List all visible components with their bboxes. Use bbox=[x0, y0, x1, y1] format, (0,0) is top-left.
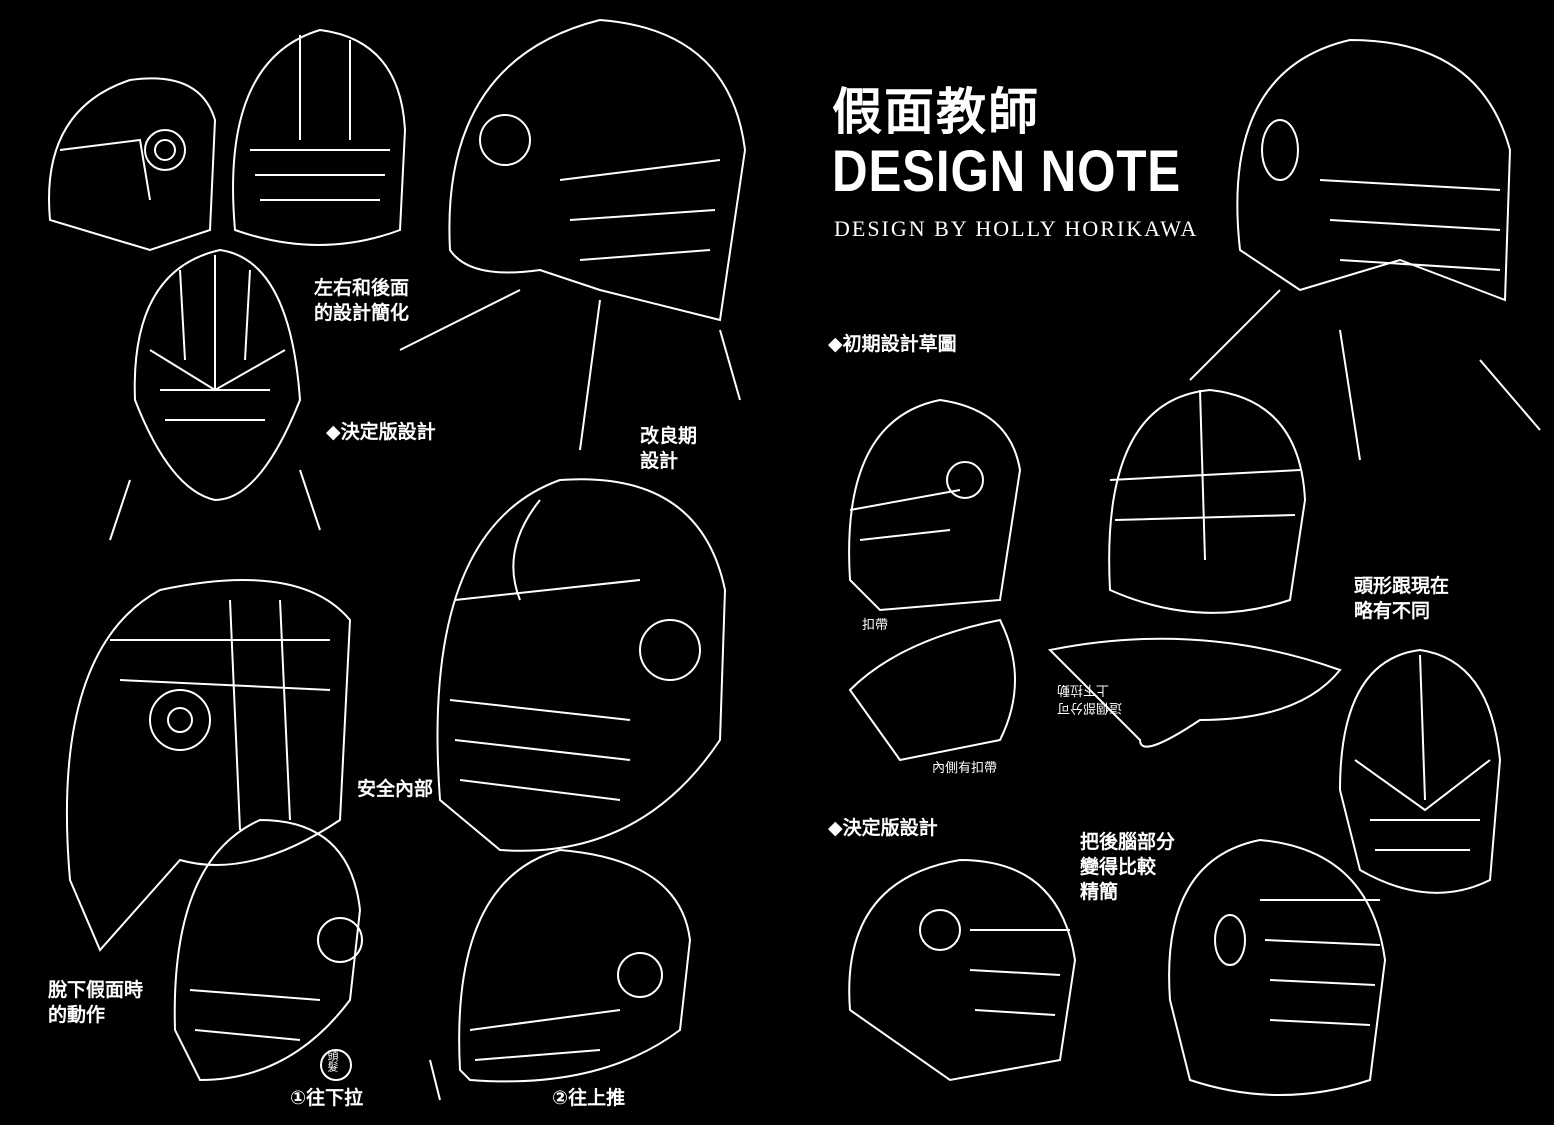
label-safety-interior: 安全內部 bbox=[357, 778, 434, 800]
designer-credit: DESIGN BY HOLLY HORIKAWA bbox=[834, 216, 1199, 241]
label-movable-part: 這個部分可 上下拉動 bbox=[1057, 682, 1123, 715]
label-side-back-simplified: 左右和後面 的設計簡化 bbox=[314, 277, 410, 324]
label-step1: ①往下拉 bbox=[290, 1087, 364, 1109]
title-english: DESIGN NOTE bbox=[832, 139, 1182, 204]
helmet-large-right bbox=[436, 478, 727, 852]
label-head-shape: 頭形跟現在 略有不同 bbox=[1354, 575, 1450, 622]
helmet-improved bbox=[399, 18, 747, 451]
helmet-final-front bbox=[1338, 648, 1502, 894]
label-early-sketch: ◆初期設計草圖 bbox=[828, 333, 957, 355]
helmet-back-small bbox=[232, 28, 407, 246]
helmet-push-up bbox=[429, 848, 692, 1101]
label-buckle: 扣帶 bbox=[862, 618, 889, 633]
label-final-design-left: ◆決定版設計 bbox=[326, 421, 436, 443]
helmet-front bbox=[109, 248, 321, 541]
helmet-right-large bbox=[1189, 38, 1541, 461]
helmet-early-1 bbox=[848, 398, 1022, 762]
helmet-final-side bbox=[848, 858, 1077, 1082]
label-hair: 頭髮 bbox=[326, 1050, 339, 1072]
helmet-early-back bbox=[1047, 388, 1342, 748]
label-final-design-right: ◆決定版設計 bbox=[828, 817, 938, 839]
label-improved-design: 改良期 設計 bbox=[640, 425, 698, 472]
label-inner-buckle: 內側有扣帶 bbox=[932, 761, 998, 776]
helmet-interior bbox=[65, 579, 352, 952]
helmet-pull-down bbox=[173, 818, 363, 1082]
label-removing-mask: 脫下假面時 的動作 bbox=[48, 979, 144, 1026]
helmet-side-small bbox=[48, 77, 217, 252]
label-step2: ②往上推 bbox=[552, 1087, 626, 1109]
label-back-simplified: 把後腦部分 變得比較 精簡 bbox=[1080, 831, 1176, 903]
title-chinese: 假面教師 bbox=[832, 83, 1040, 141]
helmet-final-back bbox=[1168, 838, 1387, 1096]
